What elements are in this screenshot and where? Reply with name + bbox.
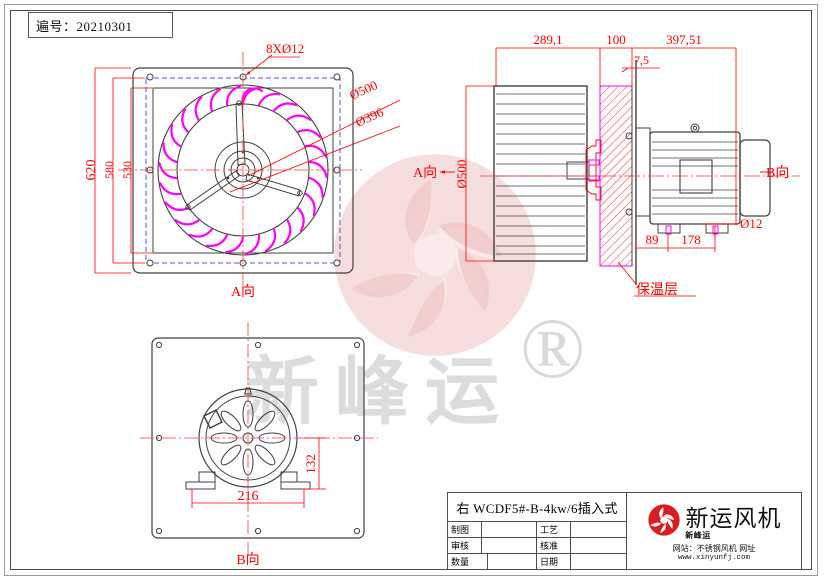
brand-block: 新运风机 新峰运 网站：不锈钢风机 网址 www.xinyunfj.com (627, 493, 801, 569)
side-view-group: 289,1 100 397,51 7,5 Ø500 A向 B向 (413, 32, 800, 298)
field-label-quantity: 数量 (448, 554, 488, 569)
sheet-inner-border (10, 10, 812, 570)
dimension-289-1: 289,1 (533, 32, 562, 47)
field-label-approver: 核准 (537, 538, 571, 553)
field-label-drawer: 制图 (448, 522, 482, 537)
table-row: 数量 日期 (448, 554, 626, 569)
field-value-quantity[interactable] (488, 554, 537, 569)
dimension-216: 216 (238, 489, 259, 504)
dimension-7-5: 7,5 (634, 53, 649, 67)
side-view-label-b: B向 (766, 165, 789, 181)
field-value-approver[interactable] (571, 538, 626, 553)
callout-inner-diameter: Ø396 (353, 104, 386, 130)
brand-sub-name: 新峰运 (685, 530, 711, 540)
dimension-530: 530 (120, 161, 134, 179)
title-block: 右 WCDF5#-B-4kw/6插入式 制图 工艺 审核 核准 数量 (447, 492, 802, 570)
front-view-group: 620 580 530 8XØ12 Ø500 Ø396 A向 (84, 41, 401, 300)
callout-hole-diameter-12: Ø12 (740, 216, 762, 231)
fan-logo-icon (647, 503, 680, 536)
field-label-process: 工艺 (537, 522, 571, 537)
dimension-397-51: 397,51 (666, 32, 702, 47)
front-view-label: A向 (231, 284, 255, 300)
callout-bolt-pattern: 8XØ12 (266, 41, 304, 56)
dimension-620: 620 (84, 160, 99, 181)
brand-row: 新运风机 (647, 503, 782, 537)
brand-website-line: 网站：不锈钢风机 网址 (672, 543, 756, 553)
field-value-process[interactable] (571, 522, 626, 537)
table-row: 审核 核准 (448, 538, 626, 554)
model-designation: 右 WCDF5#-B-4kw/6插入式 (448, 493, 626, 522)
brand-url[interactable]: www.xinyunfj.com (677, 553, 750, 562)
title-block-left: 右 WCDF5#-B-4kw/6插入式 制图 工艺 审核 核准 数量 (448, 493, 627, 569)
dimension-diameter-500: Ø500 (454, 160, 469, 189)
title-block-rows: 制图 工艺 审核 核准 数量 日期 (448, 522, 626, 569)
bottom-view-group: 216 132 B向 (140, 322, 378, 568)
field-value-date[interactable] (571, 554, 626, 569)
bottom-view-label: B向 (236, 552, 259, 568)
field-label-reviewer: 审核 (448, 538, 482, 553)
field-value-drawer[interactable] (482, 522, 537, 537)
dimension-100: 100 (606, 32, 626, 47)
table-row: 制图 工艺 (448, 522, 626, 538)
drawing-code-box: 遍号：20210301 (28, 12, 173, 38)
field-value-reviewer[interactable] (482, 538, 537, 553)
dimension-132: 132 (303, 454, 318, 474)
sheet-outer-border (4, 4, 818, 576)
brand-name: 新运风机 (685, 506, 782, 532)
annotation-insulation-layer: 保温层 (636, 282, 678, 298)
dimension-580: 580 (102, 161, 116, 179)
drawing-code-text: 遍号：20210301 (36, 18, 133, 34)
callout-outer-diameter: Ø500 (347, 77, 379, 102)
dimension-89: 89 (646, 232, 659, 247)
dimension-178: 178 (681, 232, 701, 247)
field-label-date: 日期 (537, 554, 571, 569)
side-view-label-a: A向 (413, 165, 437, 181)
